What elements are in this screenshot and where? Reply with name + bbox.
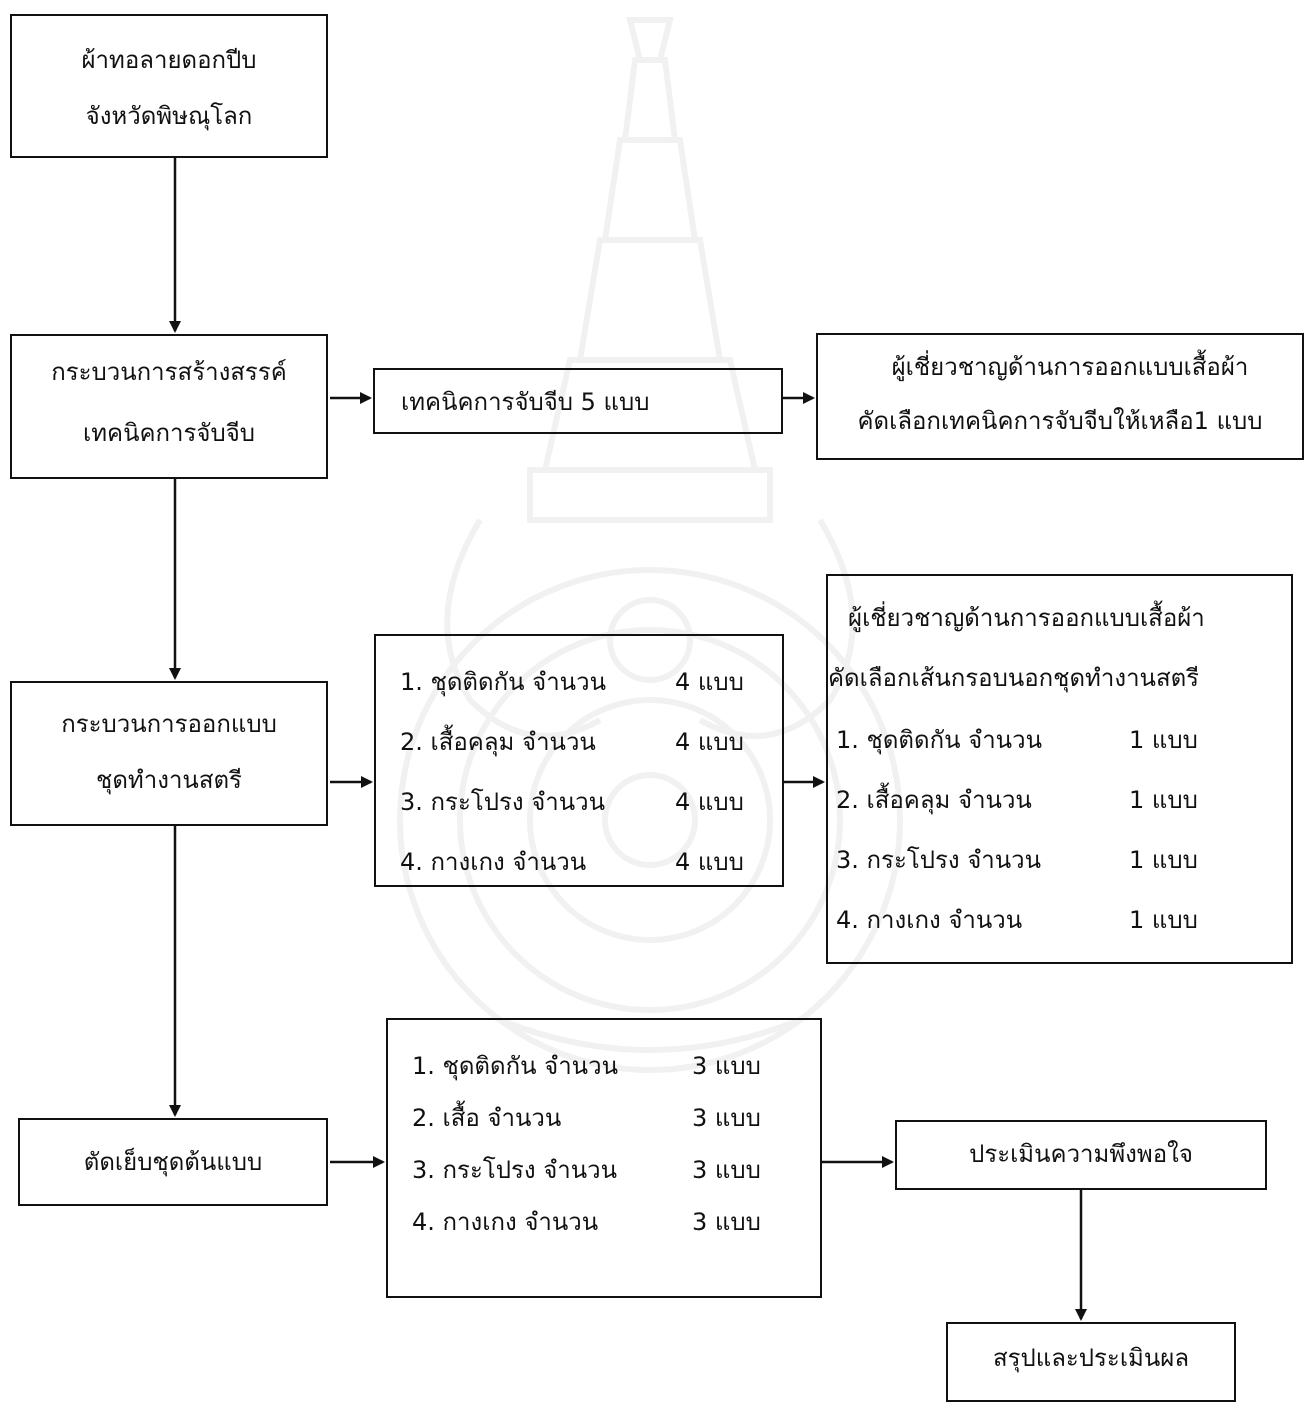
expert-select-outline-box: ผู้เชี่ยวชาญด้านการออกแบบเสื้อผ้า คัดเลื… <box>826 574 1293 964</box>
design-list: 1. ชุดติดกัน จำนวน 4 แบบ 2. เสื้อคลุม จำ… <box>400 662 780 902</box>
creative-process-line-1: กระบวนการสร้างสรรค์ <box>51 358 287 386</box>
prototype-list: 1. ชุดติดกัน จำนวน 3 แบบ 2. เสื้อ จำนวน … <box>412 1046 812 1254</box>
sew-prototype-box: ตัดเย็บชุดต้นแบบ <box>18 1118 328 1206</box>
list-item: 3. กระโปรง จำนวน 4 แบบ <box>400 782 780 842</box>
outline-item-name: 4. กางเกง จำนวน <box>836 906 1023 934</box>
university-emblem-watermark <box>397 17 903 1073</box>
design-item-name: 1. ชุดติดกัน จำนวน <box>400 668 606 696</box>
conclusion-box: สรุปและประเมินผล <box>946 1322 1236 1402</box>
design-item-name: 3. กระโปรง จำนวน <box>400 788 606 816</box>
list-item: 2. เสื้อคลุม จำนวน 4 แบบ <box>400 722 780 782</box>
list-item: 1. ชุดติดกัน จำนวน 3 แบบ <box>412 1046 812 1098</box>
design-item-name: 4. กางเกง จำนวน <box>400 848 587 876</box>
pleat-techniques-box: เทคนิคการจับจีบ 5 แบบ <box>373 368 783 434</box>
design-process-box: กระบวนการออกแบบ ชุดทำงานสตรี <box>10 681 328 826</box>
outline-list: 1. ชุดติดกัน จำนวน 1 แบบ 2. เสื้อคลุม จำ… <box>836 720 1286 960</box>
list-item: 1. ชุดติดกัน จำนวน 4 แบบ <box>400 662 780 722</box>
expert-pleat-line-1: ผู้เชี่ยวชาญด้านการออกแบบเสื้อผ้า <box>891 353 1249 381</box>
prototype-item-name: 2. เสื้อ จำนวน <box>412 1104 562 1132</box>
sew-prototype-text: ตัดเย็บชุดต้นแบบ <box>83 1148 263 1176</box>
design-item-count: 4 แบบ <box>675 668 744 696</box>
pleat-techniques-text: เทคนิคการจับจีบ 5 แบบ <box>401 388 650 416</box>
outline-item-name: 1. ชุดติดกัน จำนวน <box>836 726 1042 754</box>
design-item-name: 2. เสื้อคลุม จำนวน <box>400 728 596 756</box>
prototype-item-count: 3 แบบ <box>692 1052 761 1080</box>
prototype-list-box: 1. ชุดติดกัน จำนวน 3 แบบ 2. เสื้อ จำนวน … <box>386 1018 822 1298</box>
list-item: 3. กระโปรง จำนวน 1 แบบ <box>836 840 1286 900</box>
design-item-count: 4 แบบ <box>675 848 744 876</box>
list-item: 3. กระโปรง จำนวน 3 แบบ <box>412 1150 812 1202</box>
design-process-line-1: กระบวนการออกแบบ <box>61 710 277 738</box>
outline-item-count: 1 แบบ <box>1129 906 1198 934</box>
prototype-item-count: 3 แบบ <box>692 1208 761 1236</box>
satisfaction-text: ประเมินความพึงพอใจ <box>969 1140 1193 1168</box>
prototype-item-name: 3. กระโปรง จำนวน <box>412 1156 618 1184</box>
conclusion-text: สรุปและประเมินผล <box>992 1344 1190 1372</box>
expert-outline-line-2: คัดเลือกเส้นกรอบนอกชุดทำงานสตรี <box>828 664 1200 692</box>
expert-outline-line-1: ผู้เชี่ยวชาญด้านการออกแบบเสื้อผ้า <box>848 604 1205 632</box>
creative-process-box: กระบวนการสร้างสรรค์ เทคนิคการจับจีบ <box>10 334 328 479</box>
expert-pleat-line-2: คัดเลือกเทคนิคการจับจีบให้เหลือ1 แบบ <box>857 407 1263 435</box>
satisfaction-box: ประเมินความพึงพอใจ <box>895 1120 1267 1190</box>
design-item-count: 4 แบบ <box>675 788 744 816</box>
creative-process-line-2: เทคนิคการจับจีบ <box>82 419 256 447</box>
source-line-1: ผ้าทอลายดอกปีบ <box>81 46 257 74</box>
outline-item-name: 3. กระโปรง จำนวน <box>836 846 1042 874</box>
outline-item-count: 1 แบบ <box>1129 786 1198 814</box>
prototype-item-name: 1. ชุดติดกัน จำนวน <box>412 1052 618 1080</box>
source-line-2: จังหวัดพิษณุโลก <box>85 102 253 130</box>
expert-select-pleat-box: ผู้เชี่ยวชาญด้านการออกแบบเสื้อผ้า คัดเลื… <box>816 333 1304 460</box>
outline-item-count: 1 แบบ <box>1129 846 1198 874</box>
outline-item-count: 1 แบบ <box>1129 726 1198 754</box>
list-item: 4. กางเกง จำนวน 4 แบบ <box>400 842 780 902</box>
list-item: 2. เสื้อ จำนวน 3 แบบ <box>412 1098 812 1150</box>
outline-item-name: 2. เสื้อคลุม จำนวน <box>836 786 1032 814</box>
list-item: 4. กางเกง จำนวน 1 แบบ <box>836 900 1286 960</box>
source-fabric-box: ผ้าทอลายดอกปีบ จังหวัดพิษณุโลก <box>10 14 328 158</box>
prototype-item-name: 4. กางเกง จำนวน <box>412 1208 599 1236</box>
prototype-item-count: 3 แบบ <box>692 1104 761 1132</box>
design-list-box: 1. ชุดติดกัน จำนวน 4 แบบ 2. เสื้อคลุม จำ… <box>374 634 784 887</box>
list-item: 1. ชุดติดกัน จำนวน 1 แบบ <box>836 720 1286 780</box>
prototype-item-count: 3 แบบ <box>692 1156 761 1184</box>
design-item-count: 4 แบบ <box>675 728 744 756</box>
design-process-line-2: ชุดทำงานสตรี <box>96 766 242 794</box>
list-item: 2. เสื้อคลุม จำนวน 1 แบบ <box>836 780 1286 840</box>
list-item: 4. กางเกง จำนวน 3 แบบ <box>412 1202 812 1254</box>
